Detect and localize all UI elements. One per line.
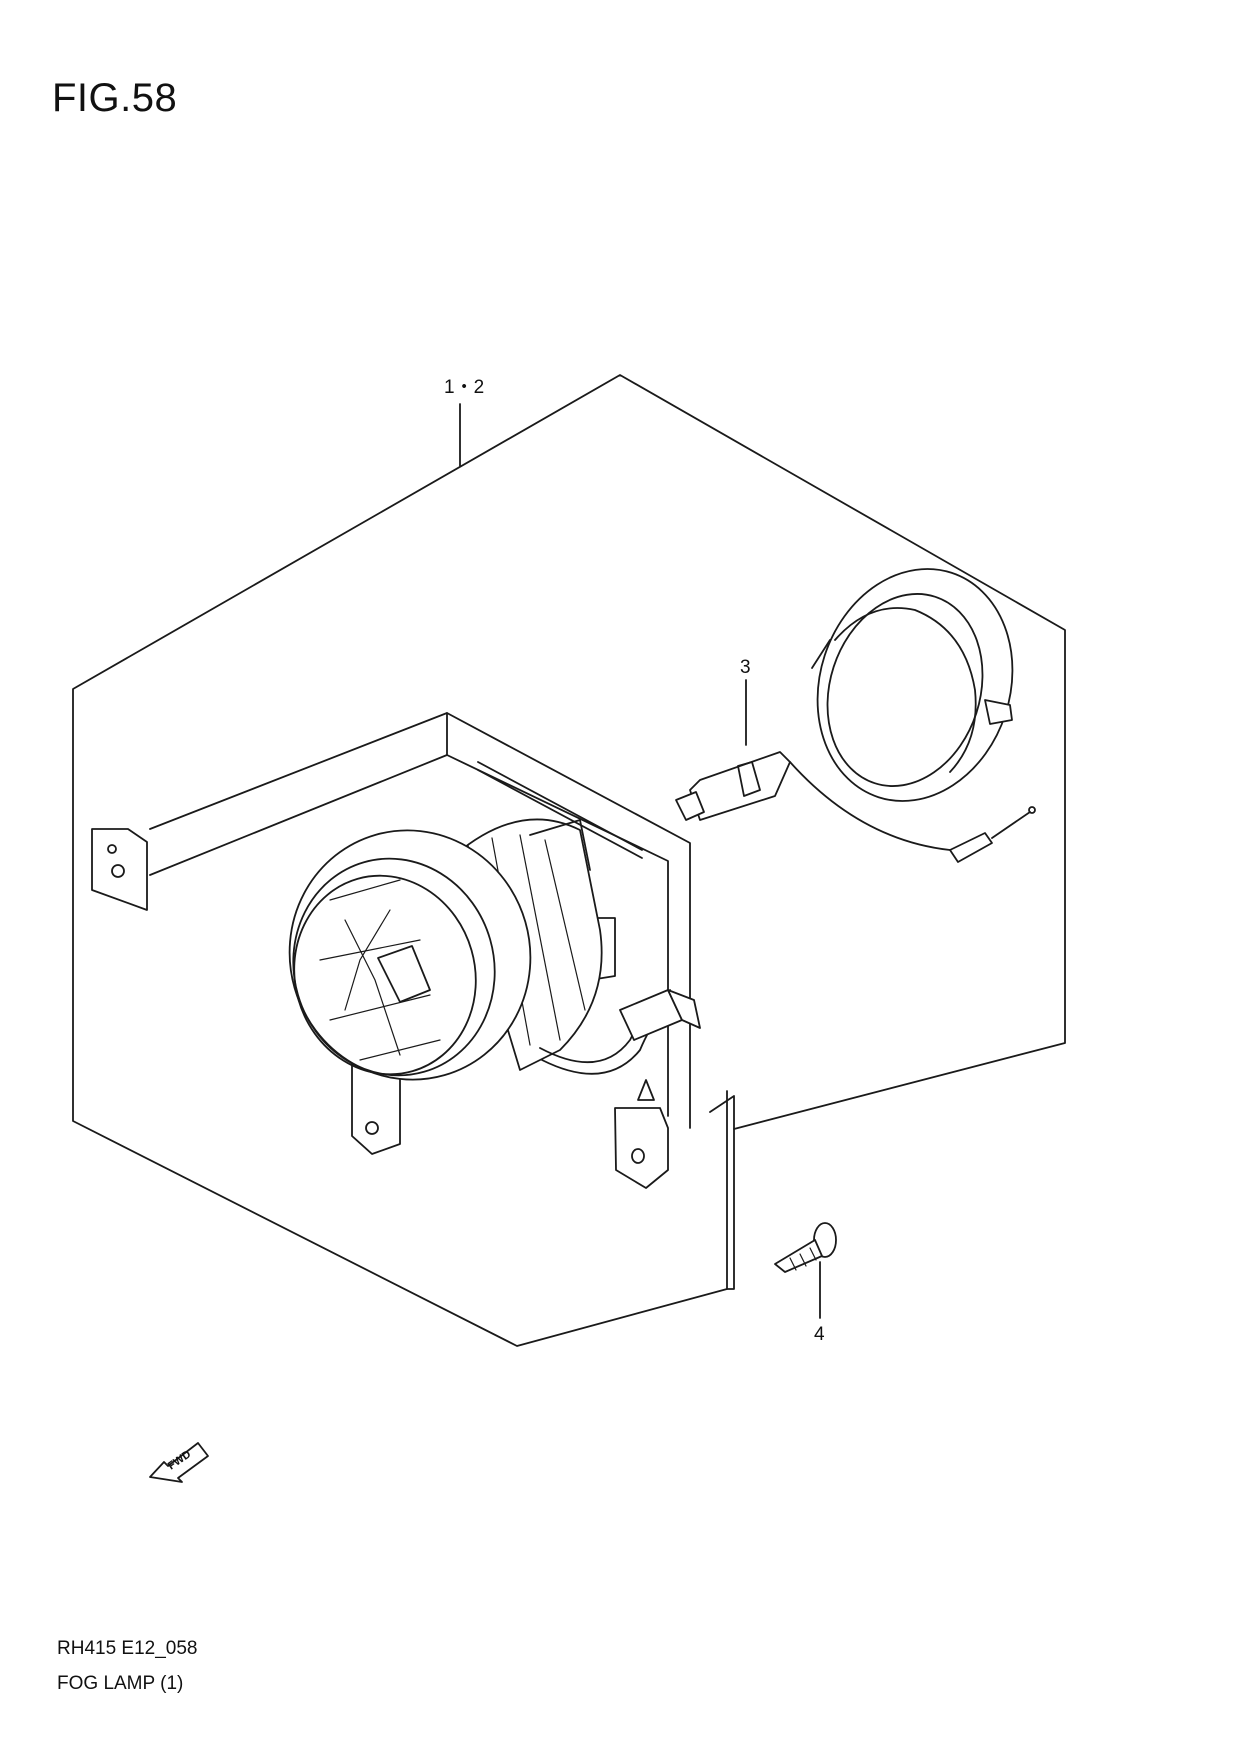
callout-part-1-2: 1・2	[444, 377, 485, 398]
diagram-name: FOG LAMP (1)	[57, 1673, 184, 1694]
callout-part-3: 3	[740, 657, 751, 678]
assembly-group-outline	[73, 375, 1065, 1346]
bulb-socket-part-3	[676, 752, 1035, 862]
fog-lamp-assembly	[260, 802, 700, 1154]
screw-bracket-outline	[710, 1096, 734, 1289]
figure-title: FIG.58	[52, 76, 178, 120]
forward-direction-arrow-icon: FWD	[150, 1443, 208, 1482]
callout-part-4: 4	[814, 1324, 825, 1345]
back-cover-ring	[788, 543, 1042, 826]
diagram-code: RH415 E12_058	[57, 1638, 198, 1659]
screw-part-4	[775, 1223, 836, 1272]
